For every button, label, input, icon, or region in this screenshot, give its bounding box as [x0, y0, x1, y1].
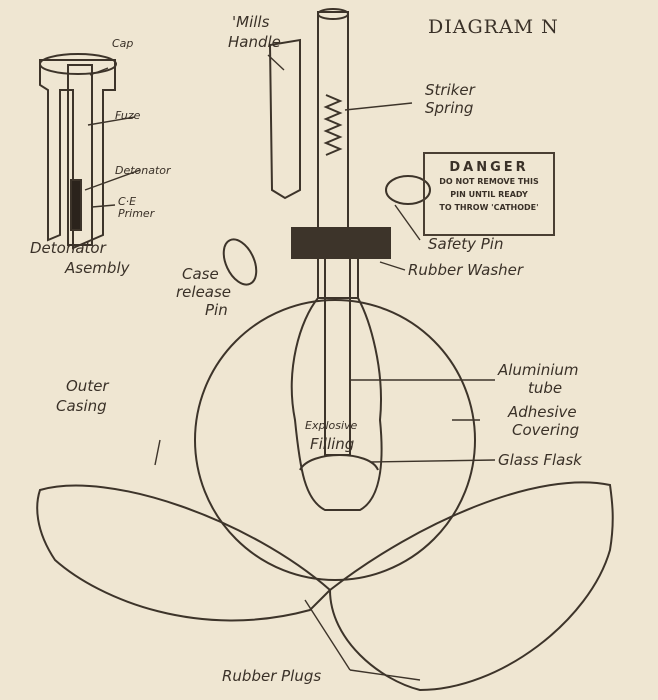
striker-body-drawing	[290, 8, 391, 511]
label-fuze: Fuze	[115, 109, 141, 122]
label-handle-1: 'Mills	[232, 13, 270, 31]
label-explosive-2: Filling	[310, 435, 355, 453]
label-explosive-1: Explosive	[305, 419, 358, 432]
label-detonator: Detonator	[115, 164, 171, 177]
label-rubber-washer: Rubber Washer	[408, 261, 524, 279]
label-assembly-1: Detonator	[30, 239, 106, 257]
outer-casing-right	[328, 481, 614, 692]
danger-line-2: PIN UNTIL READY	[450, 190, 528, 199]
diagram-title: DIAGRAM N	[428, 16, 559, 38]
label-adhesive-1: Adhesive	[508, 403, 577, 421]
adhesive-covering-circle	[194, 299, 476, 581]
label-aluminium-1: Aluminium	[498, 361, 579, 379]
label-case-release-3: Pin	[205, 301, 228, 319]
danger-heading: DANGER	[449, 160, 529, 175]
detonator-assembly-drawing	[39, 53, 117, 250]
label-primer-2: Primer	[118, 207, 155, 220]
safety-pin-ring	[385, 175, 431, 205]
label-striker-2: Spring	[425, 99, 474, 117]
label-case-release-1: Case	[182, 265, 219, 283]
label-outer-1: Outer	[66, 377, 109, 395]
danger-line-3: TO THROW 'CATHODE'	[439, 203, 539, 212]
label-assembly-2: Asembly	[65, 259, 130, 277]
label-handle-2: Handle	[228, 33, 281, 51]
case-release-pin-ring	[222, 238, 258, 286]
label-case-release-2: release	[176, 283, 232, 301]
label-cap: Cap	[112, 37, 134, 50]
label-aluminium-2: tube	[528, 379, 563, 397]
label-striker-1: Striker	[425, 81, 475, 99]
label-safety-pin: Safety Pin	[428, 235, 504, 253]
label-glass-flask: Glass Flask	[498, 451, 582, 469]
label-outer-2: Casing	[56, 397, 107, 415]
label-primer-1: C·E	[118, 195, 137, 208]
label-adhesive-2: Covering	[512, 421, 580, 439]
outer-casing-left	[36, 484, 332, 622]
danger-tag: DANGER DO NOT REMOVE THIS PIN UNTIL READ…	[423, 152, 555, 236]
danger-line-1: DO NOT REMOVE THIS	[439, 177, 539, 186]
mills-handle-drawing	[268, 38, 301, 200]
label-rubber-plugs: Rubber Plugs	[222, 667, 322, 685]
